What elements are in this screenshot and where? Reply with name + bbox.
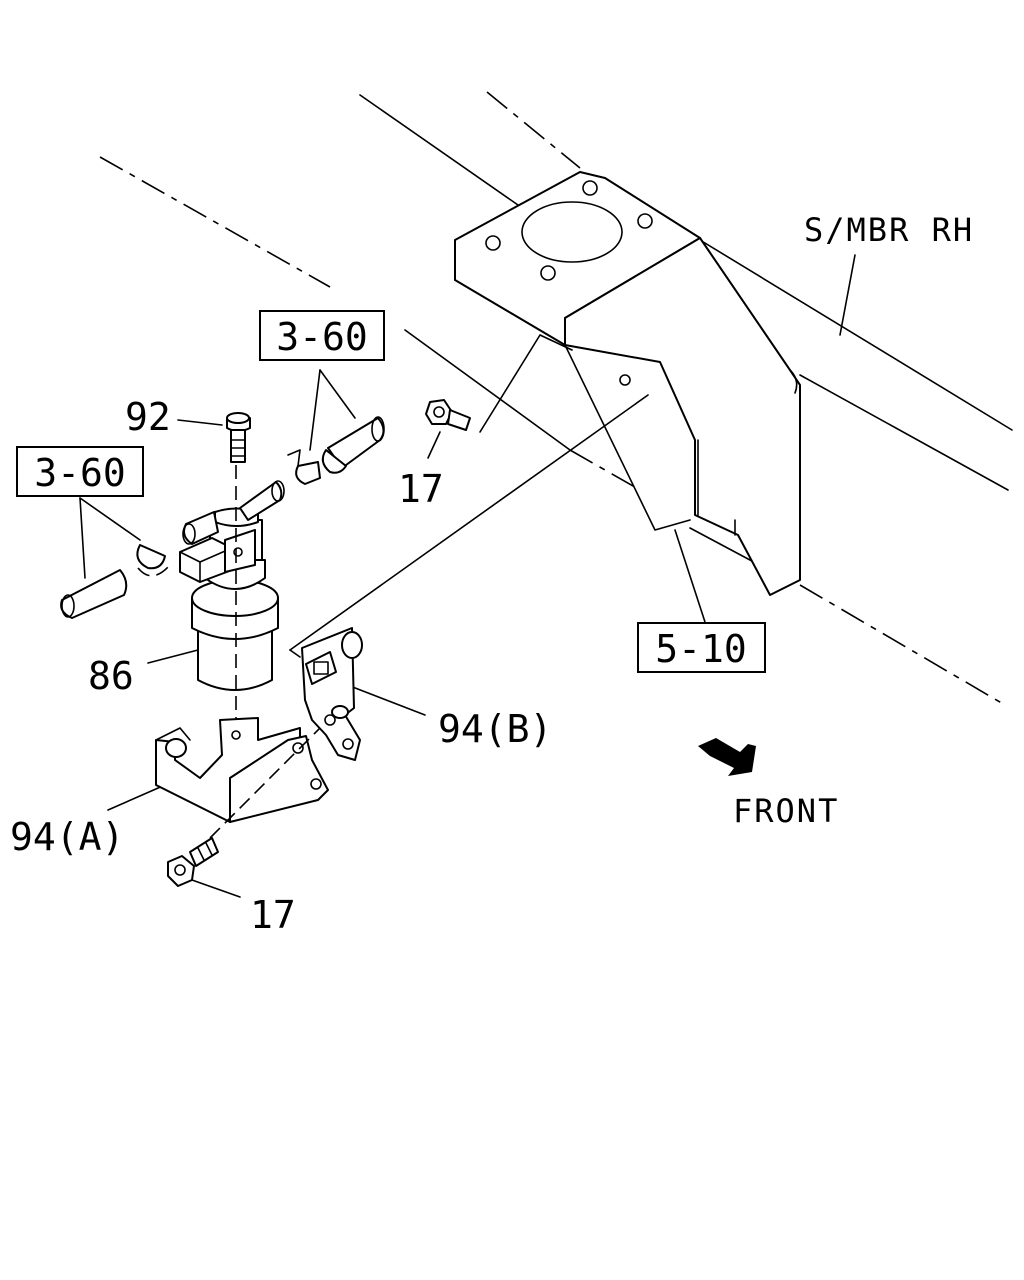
ref-label-3-60-left: 3-60 <box>34 451 126 495</box>
label-part-94b: 94(B) <box>438 707 552 751</box>
hose-assembly-right <box>287 416 385 485</box>
label-part-94a: 94(A) <box>10 815 124 859</box>
label-s-mbr-rh: S/MBR RH <box>804 211 974 249</box>
label-part-17-top: 17 <box>398 467 444 511</box>
label-part-86: 86 <box>88 654 134 698</box>
fuel-filter <box>179 465 285 735</box>
bracket-94a <box>155 717 329 823</box>
ref-label-3-60-top: 3-60 <box>276 315 368 359</box>
front-direction-arrow-icon <box>698 738 756 776</box>
label-part-92: 92 <box>125 395 171 439</box>
crossmember-bracket <box>454 171 801 596</box>
ref-box-5-10: 5-10 <box>637 622 766 673</box>
label-front: FRONT <box>733 792 839 830</box>
ref-box-3-60-left: 3-60 <box>16 446 144 497</box>
bolt-17-top <box>425 399 471 431</box>
side-member-rh <box>99 91 1013 706</box>
ref-box-3-60-top: 3-60 <box>259 310 385 361</box>
label-part-17-bottom: 17 <box>250 893 296 937</box>
leader-lines <box>79 254 856 898</box>
ref-label-5-10: 5-10 <box>655 627 747 671</box>
bolt-17-bottom <box>167 727 321 887</box>
bolt-92 <box>226 412 251 463</box>
hose-assembly-left <box>60 544 171 619</box>
bracket-94b <box>301 627 363 761</box>
